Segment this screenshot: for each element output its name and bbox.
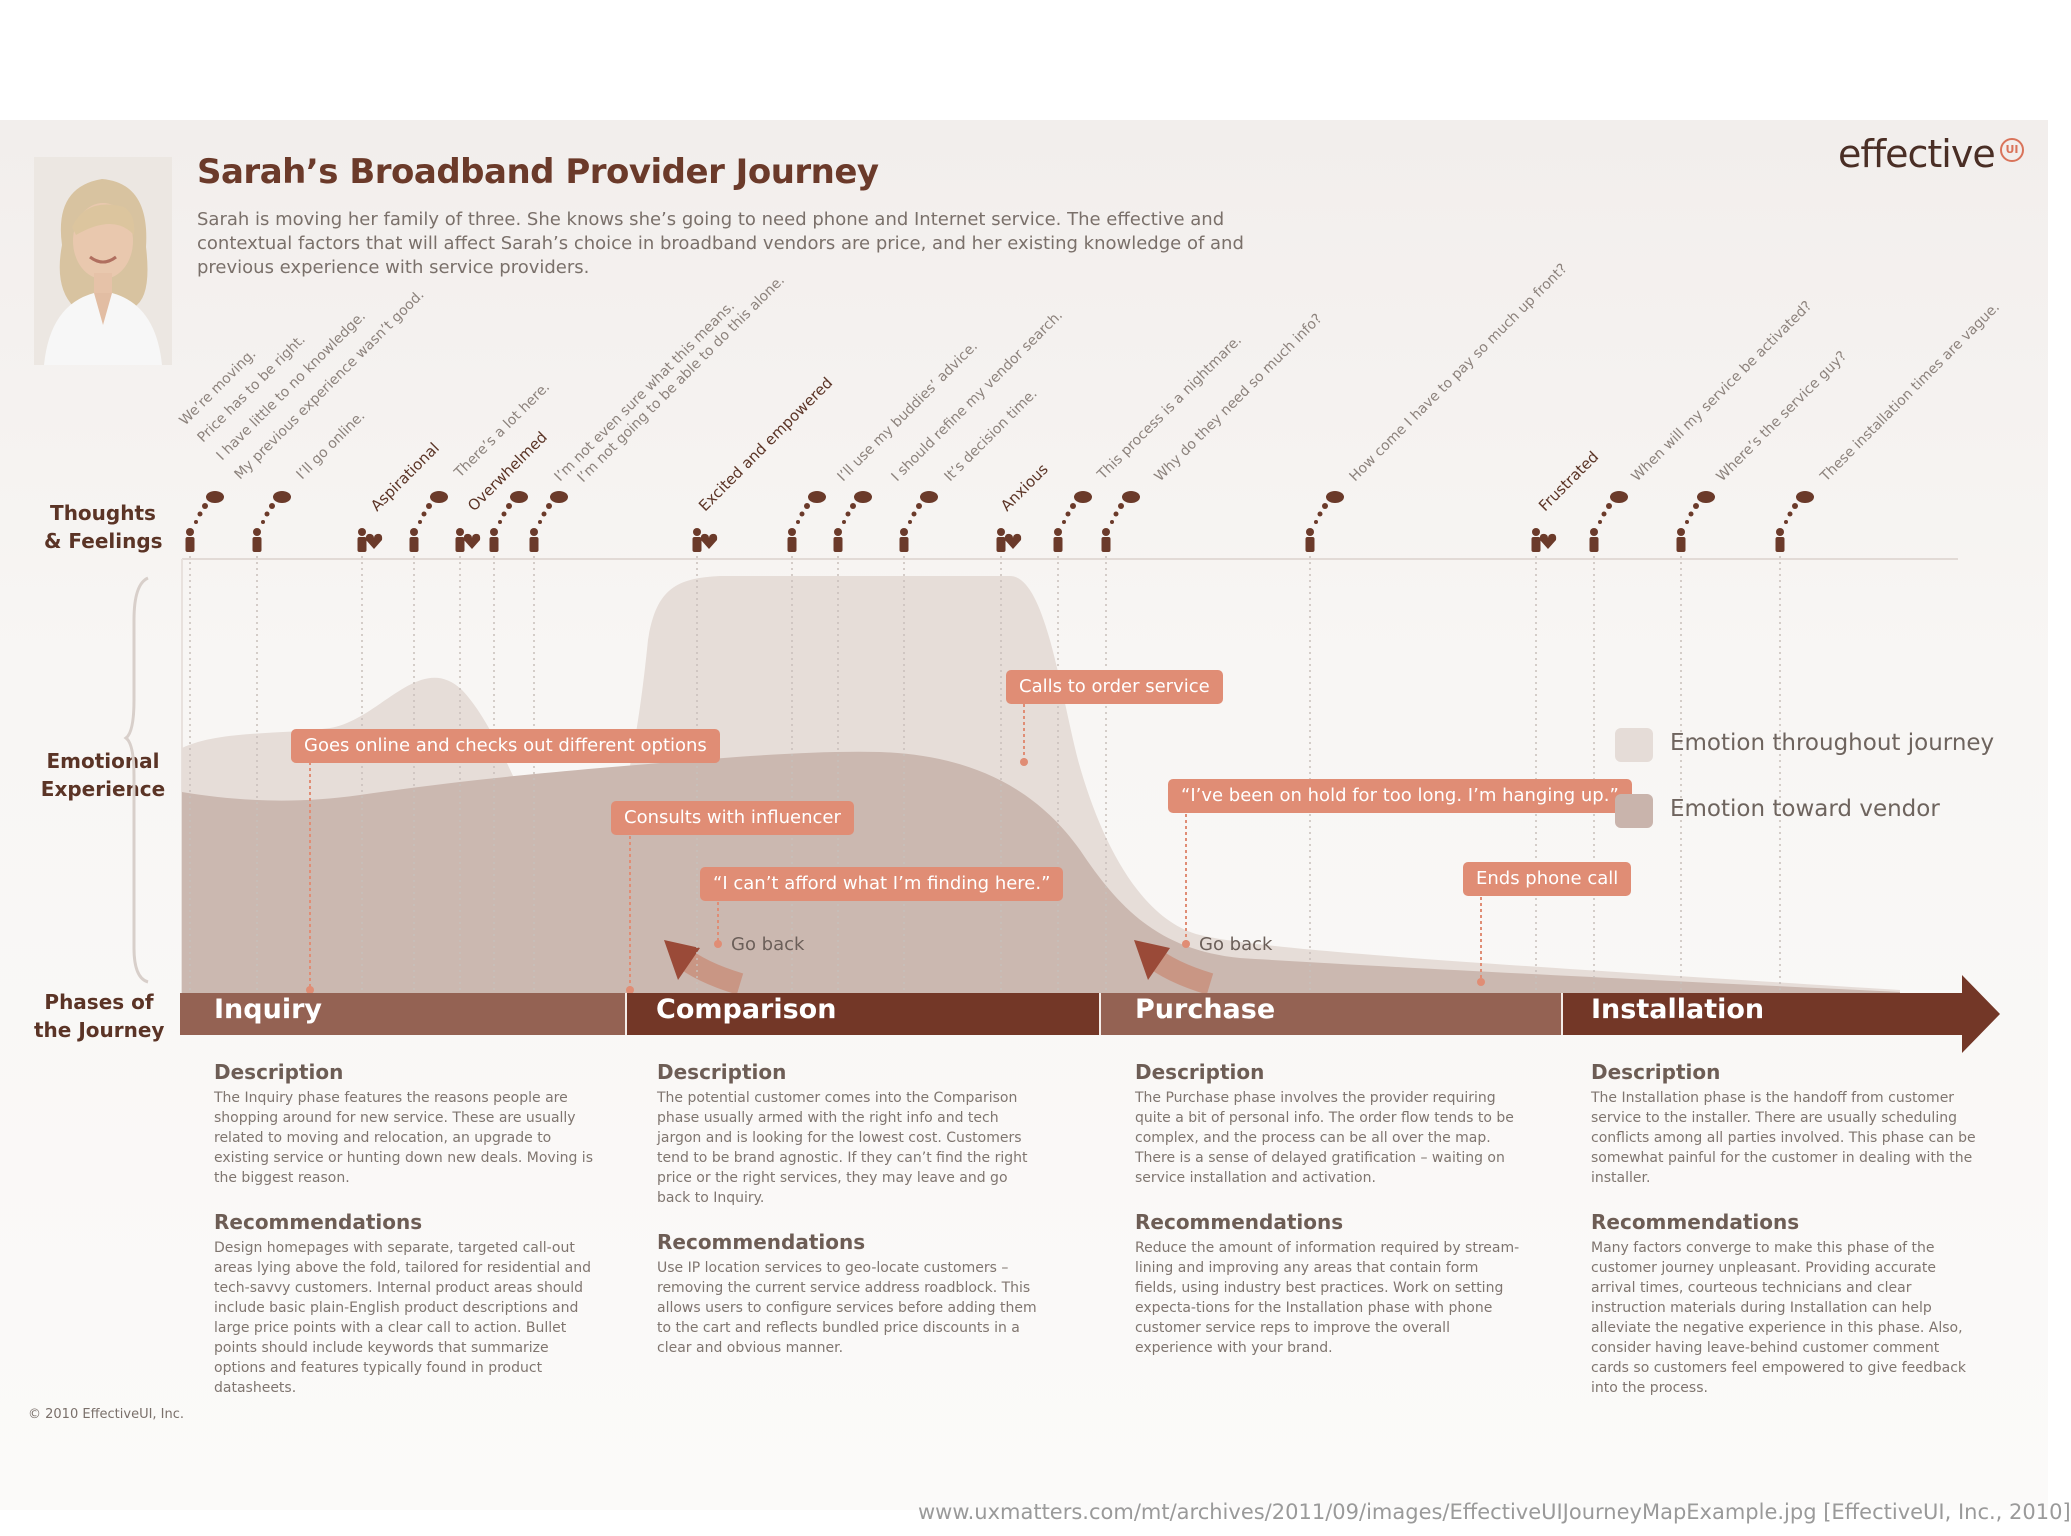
phase-bar-comparison — [626, 993, 1100, 1035]
go-back-label-purchase: Go back — [1199, 934, 1273, 955]
callout-consults-influencer: Consults with influencer — [611, 801, 854, 835]
heart-feeling-icon — [1531, 528, 1557, 552]
source-caption: www.uxmatters.com/mt/archives/2011/09/im… — [918, 1500, 2071, 1524]
heart-feeling-icon — [996, 528, 1022, 552]
phase-label-inquiry: Inquiry — [214, 994, 322, 1025]
thought-bubble-icon — [833, 491, 872, 552]
thought-bubble-icon — [489, 491, 528, 552]
persona-photo — [34, 157, 172, 365]
phase-bar-installation — [1562, 993, 1964, 1035]
thought-bubble-icon — [1305, 491, 1344, 552]
recommendations-text: Many factors converge to make this phase… — [1591, 1240, 1966, 1396]
go-back-label-comparison: Go back — [731, 934, 805, 955]
description-text: The potential customer comes into the Co… — [657, 1090, 1028, 1206]
heart-feeling-icon — [692, 528, 718, 552]
callout-ends-phone-call: Ends phone call — [1463, 862, 1632, 896]
recommendations-text: Reduce the amount of information require… — [1135, 1240, 1520, 1356]
thought-bubble-icon — [1676, 491, 1715, 552]
phase-label-purchase: Purchase — [1135, 994, 1276, 1025]
legend-label-journey: Emotion throughout journey — [1670, 730, 1995, 756]
legend-label-vendor: Emotion toward vendor — [1670, 796, 1940, 822]
heart-feeling-icon — [455, 528, 481, 552]
thought-bubble-icon — [529, 491, 568, 552]
phase-bar-inquiry — [180, 993, 626, 1035]
recommendations-heading: Recommendations — [214, 1210, 423, 1234]
go-back-arrow-purchase — [1134, 940, 1214, 995]
phase-column-comparison: Description The potential customer comes… — [657, 1060, 1042, 1358]
phase-column-installation: Description The Installation phase is th… — [1591, 1060, 1976, 1398]
thought-bubble-icon — [1775, 491, 1814, 552]
brand-logo: effective — [1838, 132, 1996, 176]
thought-text: It’s decision time. — [942, 386, 1041, 485]
callout-goes-online: Goes online and checks out different opt… — [291, 729, 720, 763]
callout-calls-to-order: Calls to order service — [1006, 670, 1223, 704]
thought-bubble-icon — [252, 491, 291, 552]
description-text: The Inquiry phase features the reasons p… — [214, 1090, 593, 1186]
phase-label-installation: Installation — [1591, 994, 1765, 1025]
thought-text: I’m not even sure what this means. — [552, 298, 739, 485]
recommendations-heading: Recommendations — [1591, 1210, 1800, 1234]
thought-bubble-icon — [1101, 491, 1140, 552]
description-heading: Description — [214, 1060, 344, 1084]
description-text: The Purchase phase involves the provider… — [1135, 1090, 1514, 1186]
feeling-text: Anxious — [997, 460, 1052, 515]
phase-label-comparison: Comparison — [656, 994, 837, 1025]
callout-cant-afford: “I can’t afford what I’m finding here.” — [700, 867, 1064, 901]
phase-bar-purchase — [1100, 993, 1562, 1035]
recommendations-text: Design homepages with separate, targeted… — [214, 1240, 591, 1396]
recommendations-text: Use IP location services to geo-locate c… — [657, 1260, 1037, 1356]
heart-feeling-icon — [357, 528, 383, 552]
thought-text: These installation times are vague. — [1817, 299, 2003, 485]
description-text: The Installation phase is the handoff fr… — [1591, 1090, 1976, 1186]
legend-swatch-journey — [1615, 728, 1653, 762]
thought-text: How come I have to pay so much up front? — [1347, 261, 1571, 485]
thought-bubble-icon — [787, 491, 826, 552]
go-back-arrow-comparison — [664, 940, 744, 995]
thought-bubble-icon — [1589, 491, 1628, 552]
row-label-thoughts: Thoughts& Feelings — [44, 501, 163, 553]
legend-swatch-vendor — [1615, 794, 1653, 828]
copyright: © 2010 EffectiveUI, Inc. — [28, 1407, 185, 1422]
page-title: Sarah’s Broadband Provider Journey — [197, 152, 879, 192]
row-brace — [123, 576, 149, 984]
description-heading: Description — [1135, 1060, 1265, 1084]
description-heading: Description — [1591, 1060, 1721, 1084]
thought-bubble-icon — [409, 491, 448, 552]
thought-text: When will my service be activated? — [1629, 298, 1816, 485]
thought-markers — [185, 491, 1814, 990]
thought-bubble-icon — [899, 491, 938, 552]
thought-bubble-icon — [1053, 491, 1092, 552]
phase-column-inquiry: Description The Inquiry phase features t… — [214, 1060, 599, 1398]
feeling-text: Aspirational — [367, 439, 443, 515]
thought-bubble-icon — [185, 491, 224, 552]
callout-on-hold: “I’ve been on hold for too long. I’m han… — [1168, 779, 1632, 813]
callout-dots — [306, 758, 1485, 994]
recommendations-heading: Recommendations — [1135, 1210, 1344, 1234]
description-heading: Description — [657, 1060, 787, 1084]
phase-arrow-head — [1958, 975, 2000, 1053]
phase-column-purchase: Description The Purchase phase involves … — [1135, 1060, 1520, 1358]
recommendations-heading: Recommendations — [657, 1230, 866, 1254]
feeling-text: Frustrated — [1535, 448, 1602, 515]
callout-connectors — [309, 704, 1482, 990]
brand-logo-badge: UI — [2000, 138, 2024, 162]
persona-intro: Sarah is moving her family of three. She… — [197, 209, 1244, 278]
thoughts-layer: We’re moving. Price has to be right. I h… — [177, 261, 2003, 486]
feeling-text: Overwhelmed — [464, 428, 551, 515]
